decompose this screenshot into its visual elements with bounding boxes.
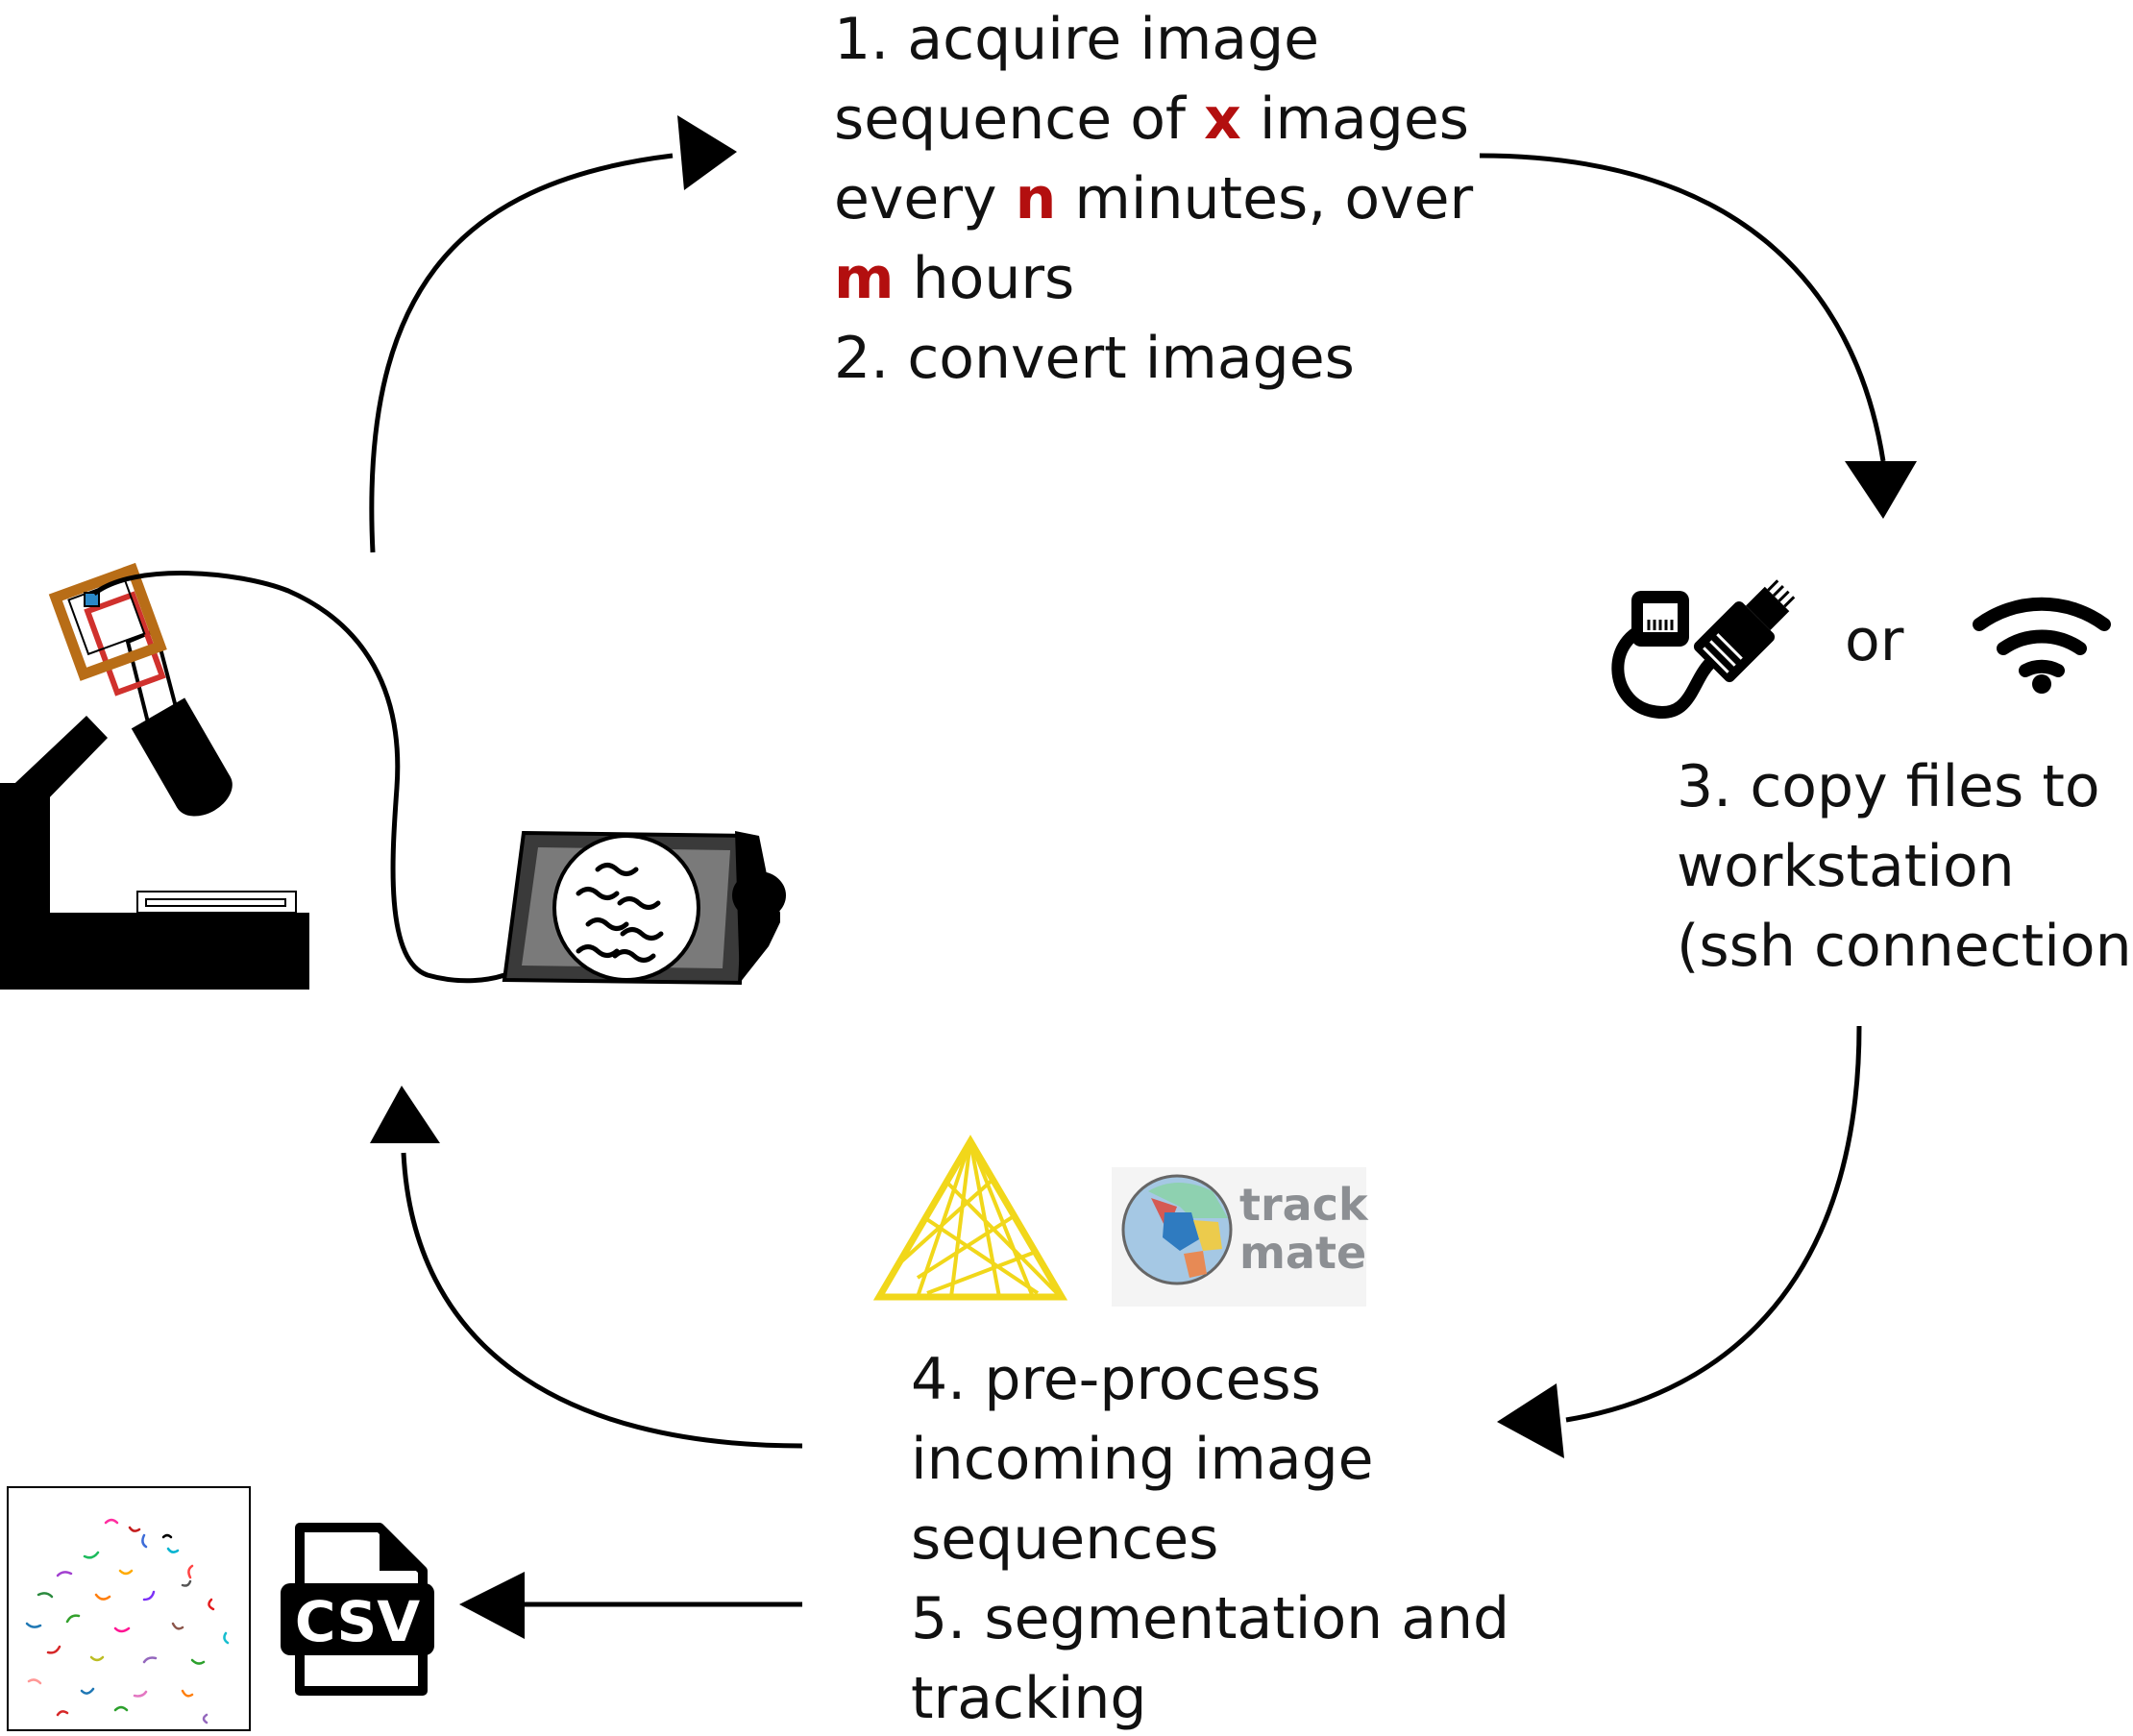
camera-icon [502,830,786,986]
csv-label: CSV [295,1589,420,1654]
cycle-arrows [369,153,1886,1607]
step2-text: 2. convert images [834,325,1355,392]
step1-text: 1. acquire image sequence of x images ev… [834,0,1473,399]
step1-line3: every n minutes, over [834,159,1473,239]
step1-line4: m hours [834,239,1473,319]
arrow-acquire-to-transfer [1479,153,1886,462]
arrowhead-process [1497,1383,1564,1458]
step3-line1: 3. copy files to [1677,753,2100,820]
step5-line1: 5. segmentation and [911,1585,1510,1652]
arrow-heads [370,115,1917,1639]
step3-text: 3. copy files to workstation (ssh connec… [1677,747,2133,987]
step1-line4-suffix: hours [894,245,1075,312]
arrow-microscope-to-acquire [369,153,674,553]
step5-line2: tracking [911,1665,1147,1732]
step4-line2: incoming image [911,1426,1374,1493]
arrowhead-transfer [1845,461,1917,519]
step4-5-text: 4. pre-process incoming image sequences … [911,1340,1509,1736]
step1-line2: sequence of x images [834,80,1473,159]
arrowhead-acquire [677,115,737,190]
camera-cable [92,571,505,984]
knime-logo [872,1135,1068,1301]
step1-line3-suffix: minutes, over [1056,165,1474,232]
wifi-icon [1973,597,2111,694]
tracks-thumbnail [7,1486,251,1731]
variable-x: x [1204,86,1241,153]
arrowhead-output [459,1572,525,1639]
variable-n: n [1015,165,1057,232]
step4-line1: 4. pre-process [911,1346,1321,1413]
step3-line2: workstation [1677,833,2015,900]
variable-m: m [834,245,895,312]
step3-line3: (ssh connection) [1677,913,2133,980]
microscope-icon [0,562,309,990]
ethernet-cable-icon [1611,579,1796,720]
step1-line2-prefix: sequence of [834,86,1205,153]
csv-file-icon: CSV [281,1523,434,1696]
arrow-transfer-to-process [1565,1025,1862,1423]
trackmate-word-mate: mate [1239,1227,1366,1279]
step1-line1: 1. acquire image [834,6,1320,73]
trackmate-word-track: track [1239,1179,1369,1231]
step1-line2-suffix: images [1240,86,1470,153]
arrowhead-microscope [370,1086,440,1143]
arrow-process-to-microscope [401,1152,803,1449]
trackmate-logo: track mate [1112,1167,1369,1307]
step4-line3: sequences [911,1505,1219,1573]
step1-line3-prefix: every [834,165,1016,232]
or-label: or [1845,607,1904,674]
